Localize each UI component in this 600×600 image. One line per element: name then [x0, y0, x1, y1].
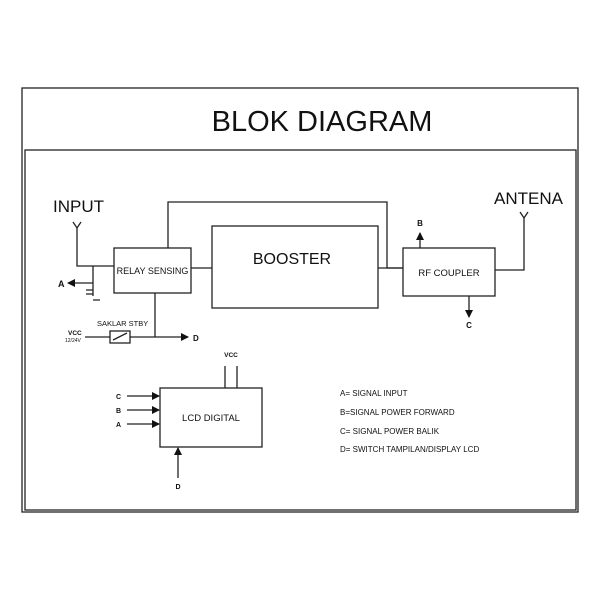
legend-b: B=SIGNAL POWER FORWARD: [340, 408, 455, 417]
booster-block: [211, 225, 379, 309]
switch-label: SAKLAR STBY: [97, 319, 148, 328]
switch-box: [109, 330, 131, 344]
relay-sensing-block: [113, 247, 192, 294]
lcd-digital-label: LCD DIGITAL: [182, 413, 240, 424]
lcd-digital-block: [159, 387, 263, 448]
a-label: A: [58, 279, 65, 289]
lcd-b-label: B: [116, 408, 121, 415]
lcd-a-label: A: [116, 422, 121, 429]
antenna-icon: [519, 211, 529, 220]
relay-sensing-label: RELAY SENSING: [117, 266, 189, 276]
legend-a: A= SIGNAL INPUT: [340, 389, 408, 398]
diode-network-icon: [86, 266, 100, 301]
lcd-c-label: C: [116, 394, 121, 401]
rf-coupler-block: [402, 247, 496, 297]
outer-frame: [21, 87, 579, 513]
d-label: D: [193, 334, 199, 343]
lcd-vcc-label: VCC: [224, 352, 238, 359]
antena-label: ANTENA: [494, 189, 564, 208]
rf-coupler-label: RF COUPLER: [418, 268, 479, 279]
lcd-d-label: D: [175, 484, 180, 491]
booster-label: BOOSTER: [253, 251, 331, 268]
legend-d: D= SWITCH TAMPILAN/DISPLAY LCD: [340, 445, 479, 454]
vcc-voltage-label: 12/24V: [65, 338, 82, 344]
c-label: C: [466, 321, 472, 330]
lcd-vcc-wires: [224, 366, 238, 388]
vcc-label: VCC: [68, 330, 82, 337]
input-label: INPUT: [53, 197, 104, 216]
antenna-wire: [495, 218, 525, 271]
inner-frame: [24, 149, 577, 511]
input-antenna-icon: [72, 221, 82, 230]
legend-c: C= SIGNAL POWER BALIK: [340, 427, 440, 436]
b-label: B: [417, 219, 423, 228]
diagram-title: BLOK DIAGRAM: [212, 106, 433, 138]
switch-icon: [112, 332, 128, 341]
input-wire: [76, 228, 114, 267]
